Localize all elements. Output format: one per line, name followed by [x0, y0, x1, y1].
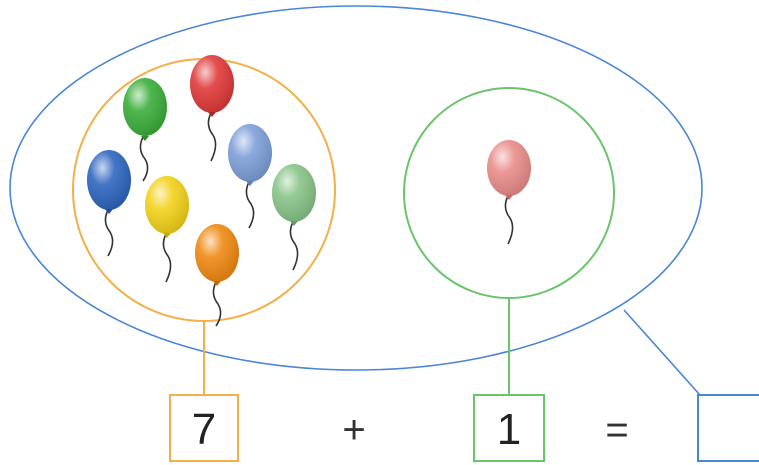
- result-connector-line: [623, 309, 701, 396]
- balloon-blue-icon: [87, 150, 131, 257]
- balloon-green-icon: [123, 78, 167, 182]
- left-value-box: [169, 394, 239, 462]
- balloon-pink-icon: [487, 140, 531, 245]
- balloon-orange-icon: [195, 224, 239, 327]
- total-outline-ellipse: [9, 5, 703, 371]
- right-value-box: [473, 394, 545, 462]
- balloon-light-blue-icon: [228, 124, 272, 229]
- plus-sign: +: [342, 408, 365, 452]
- left-balloons: [87, 55, 316, 327]
- right-balloons: [487, 140, 531, 245]
- right-value: 1: [497, 405, 521, 454]
- balloon-red-icon: [190, 55, 234, 162]
- left-value: 7: [192, 405, 216, 454]
- equals-sign: =: [605, 408, 628, 452]
- result-answer-box[interactable]: [697, 394, 759, 462]
- balloon-yellow-icon: [145, 176, 189, 283]
- balloon-light-green-icon: [272, 164, 316, 271]
